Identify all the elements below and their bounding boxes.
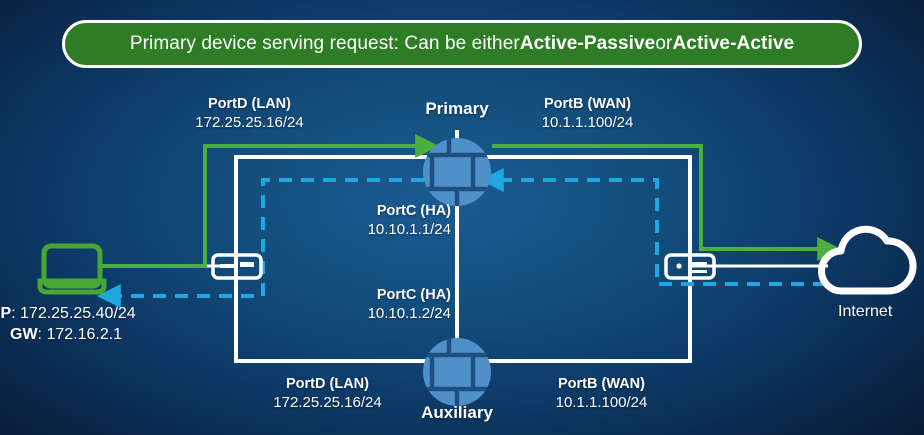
label-primary-ha-port: PortC (HA) 10.10.1.1/24 bbox=[246, 203, 451, 239]
laptop-icon bbox=[37, 243, 107, 295]
banner-text-bold-active-passive: Active-Passive bbox=[519, 33, 656, 54]
primary-ha-port-title: PortC (HA) bbox=[376, 203, 451, 219]
label-primary-lan-port: PortD (LAN) 172.25.25.16/24 bbox=[142, 96, 357, 132]
cyan-path-primary-to-client bbox=[96, 178, 424, 308]
primary-lan-port-title: PortD (LAN) bbox=[208, 96, 291, 112]
status-banner: Primary device serving request: Can be e… bbox=[62, 20, 862, 68]
label-auxiliary-lan-port: PortD (LAN) 172.25.25.16/24 bbox=[220, 376, 435, 412]
green-path-client-to-primary bbox=[102, 134, 440, 268]
primary-firewall-icon bbox=[423, 138, 491, 206]
auxiliary-ha-port-title: PortC (HA) bbox=[376, 287, 451, 303]
primary-lan-port-address: 172.25.25.16/24 bbox=[195, 113, 304, 131]
auxiliary-node-label: Auxiliary bbox=[421, 403, 493, 422]
client-gw-value: : 172.16.2.1 bbox=[37, 326, 123, 343]
label-primary-wan-port: PortB (WAN) 10.1.1.100/24 bbox=[480, 96, 695, 132]
label-auxiliary-wan-port: PortB (WAN) 10.1.1.100/24 bbox=[494, 376, 709, 412]
request-flow-green bbox=[102, 134, 842, 268]
white-link-rectangle bbox=[234, 155, 692, 363]
label-auxiliary-ha-port: PortC (HA) 10.10.1.2/24 bbox=[246, 287, 451, 323]
client-gw-label: GW bbox=[10, 326, 38, 343]
auxiliary-wan-port-address: 10.1.1.100/24 bbox=[555, 393, 648, 411]
router-icon bbox=[664, 253, 716, 280]
auxiliary-lan-port-title: PortD (LAN) bbox=[286, 376, 369, 392]
auxiliary-wan-port-title: PortB (WAN) bbox=[558, 376, 645, 392]
return-flow-cyan bbox=[96, 168, 826, 308]
cyan-path-internet-to-primary bbox=[479, 168, 826, 286]
green-path-primary-to-internet bbox=[492, 144, 842, 261]
client-gw-line: GW: 172.16.2.1 bbox=[10, 326, 122, 344]
primary-wan-port-address: 10.1.1.100/24 bbox=[541, 113, 634, 131]
client-ip-line: IP: 172.25.25.40/24 bbox=[0, 305, 136, 323]
cloud-icon bbox=[818, 225, 917, 295]
primary-ha-port-address: 10.10.1.1/24 bbox=[367, 220, 451, 238]
auxiliary-firewall-icon bbox=[423, 338, 491, 406]
auxiliary-lan-port-address: 172.25.25.16/24 bbox=[273, 393, 382, 411]
client-ip-value: : 172.25.25.40/24 bbox=[11, 305, 136, 322]
switch-icon bbox=[211, 253, 263, 280]
banner-text-middle: or bbox=[655, 33, 673, 54]
banner-text-prefix: Primary device serving request: Can be e… bbox=[129, 33, 520, 54]
banner-text-bold-active-active: Active-Active bbox=[672, 33, 795, 54]
client-ip-label: IP bbox=[0, 305, 12, 322]
primary-wan-port-title: PortB (WAN) bbox=[544, 96, 631, 112]
internet-caption: Internet bbox=[838, 303, 893, 320]
primary-node-label: Primary bbox=[425, 99, 489, 118]
auxiliary-ha-port-address: 10.10.1.2/24 bbox=[367, 304, 451, 322]
